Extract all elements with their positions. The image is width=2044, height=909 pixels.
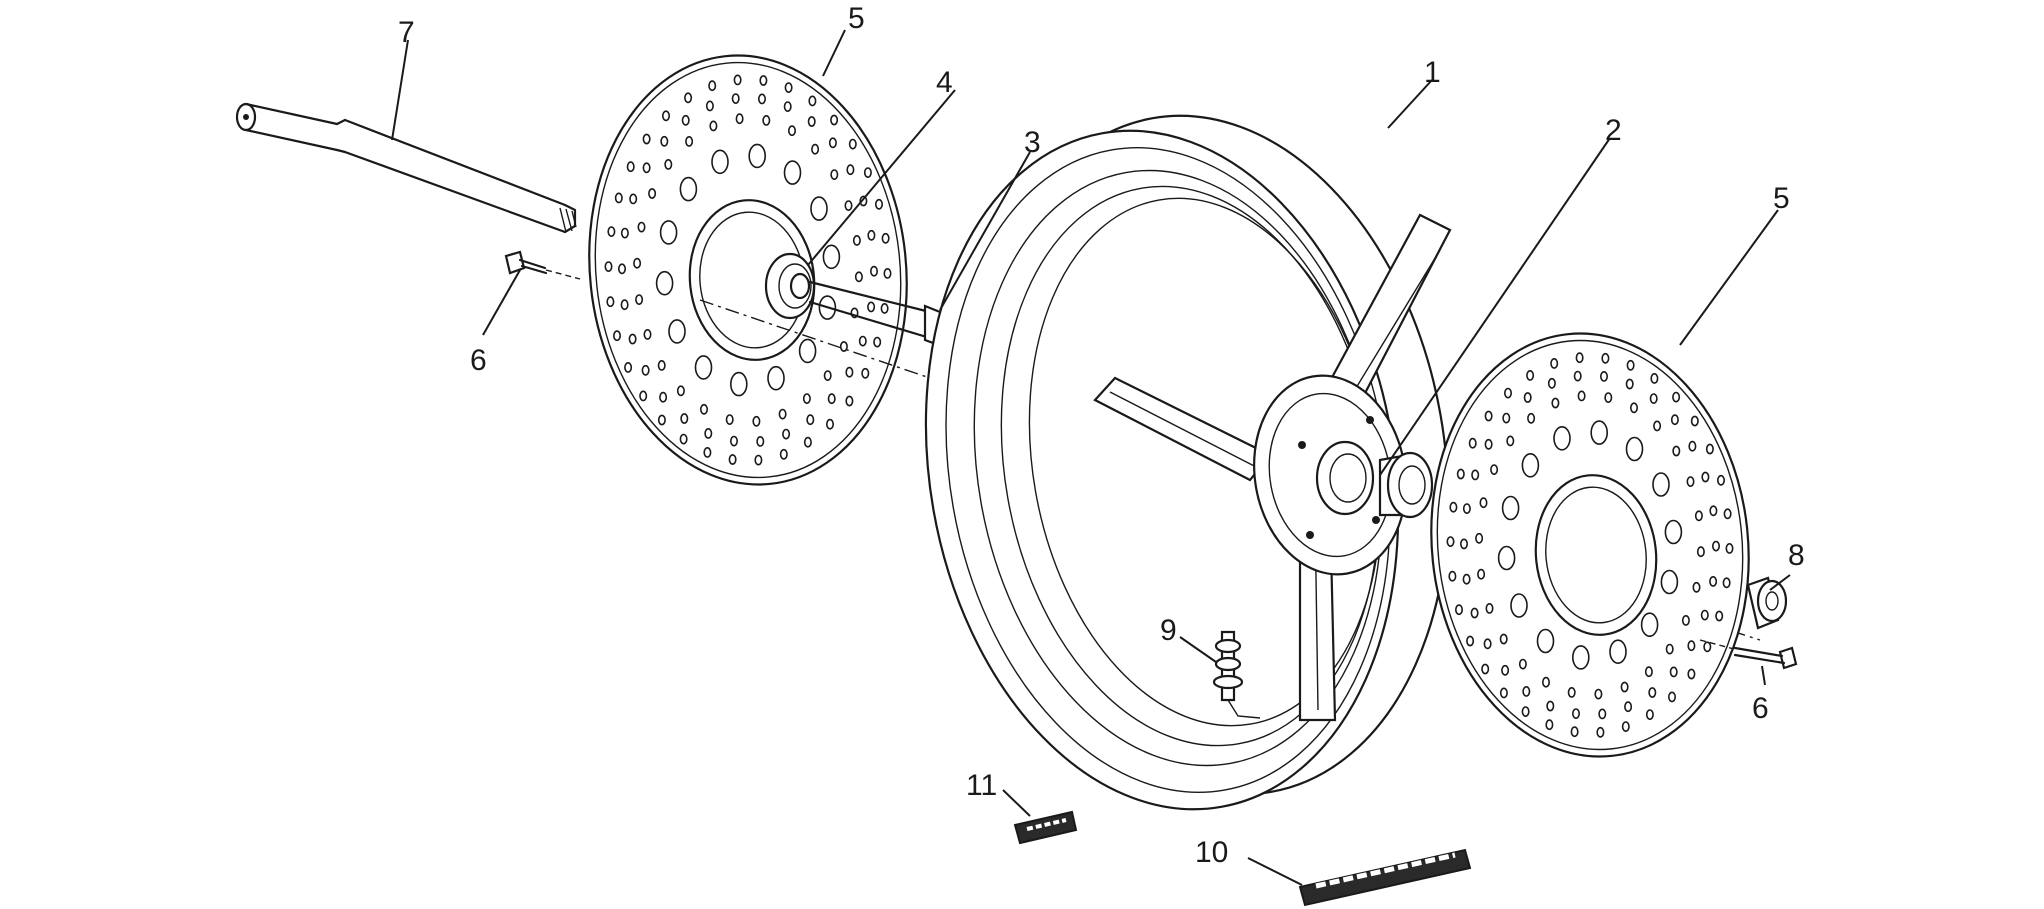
right-brake-disc [1430, 332, 1750, 758]
callout-5-left: 5 [848, 2, 865, 35]
left-disc-bolt [504, 250, 581, 280]
callout-4: 4 [936, 66, 953, 99]
left-brake-disc [588, 54, 908, 486]
rim-decal-small [1013, 810, 1078, 845]
wheel-rim [924, 114, 1452, 811]
callout-1: 1 [1424, 56, 1441, 89]
callout-6-right: 6 [1752, 692, 1769, 725]
callout-3: 3 [1024, 126, 1041, 159]
callout-10: 10 [1195, 836, 1228, 869]
callout-11: 11 [966, 769, 997, 802]
right-disc-bolt [1699, 639, 1798, 670]
callout-5-right: 5 [1773, 182, 1790, 215]
callout-7: 7 [398, 16, 415, 49]
rim-decal-large [1298, 848, 1472, 907]
callout-9: 9 [1160, 614, 1177, 647]
callout-labels: 1 2 3 4 5 5 6 6 7 8 9 10 11 [398, 2, 1805, 869]
right-bearing [1378, 451, 1434, 519]
left-bearing [764, 252, 816, 320]
front-axle [235, 102, 577, 234]
axle-nut [1746, 576, 1788, 630]
callout-8: 8 [1788, 539, 1805, 572]
callout-6-left: 6 [470, 344, 487, 377]
callout-2: 2 [1605, 114, 1622, 147]
tyre-valve [1212, 630, 1261, 719]
leader-lines [391, 29, 1791, 886]
